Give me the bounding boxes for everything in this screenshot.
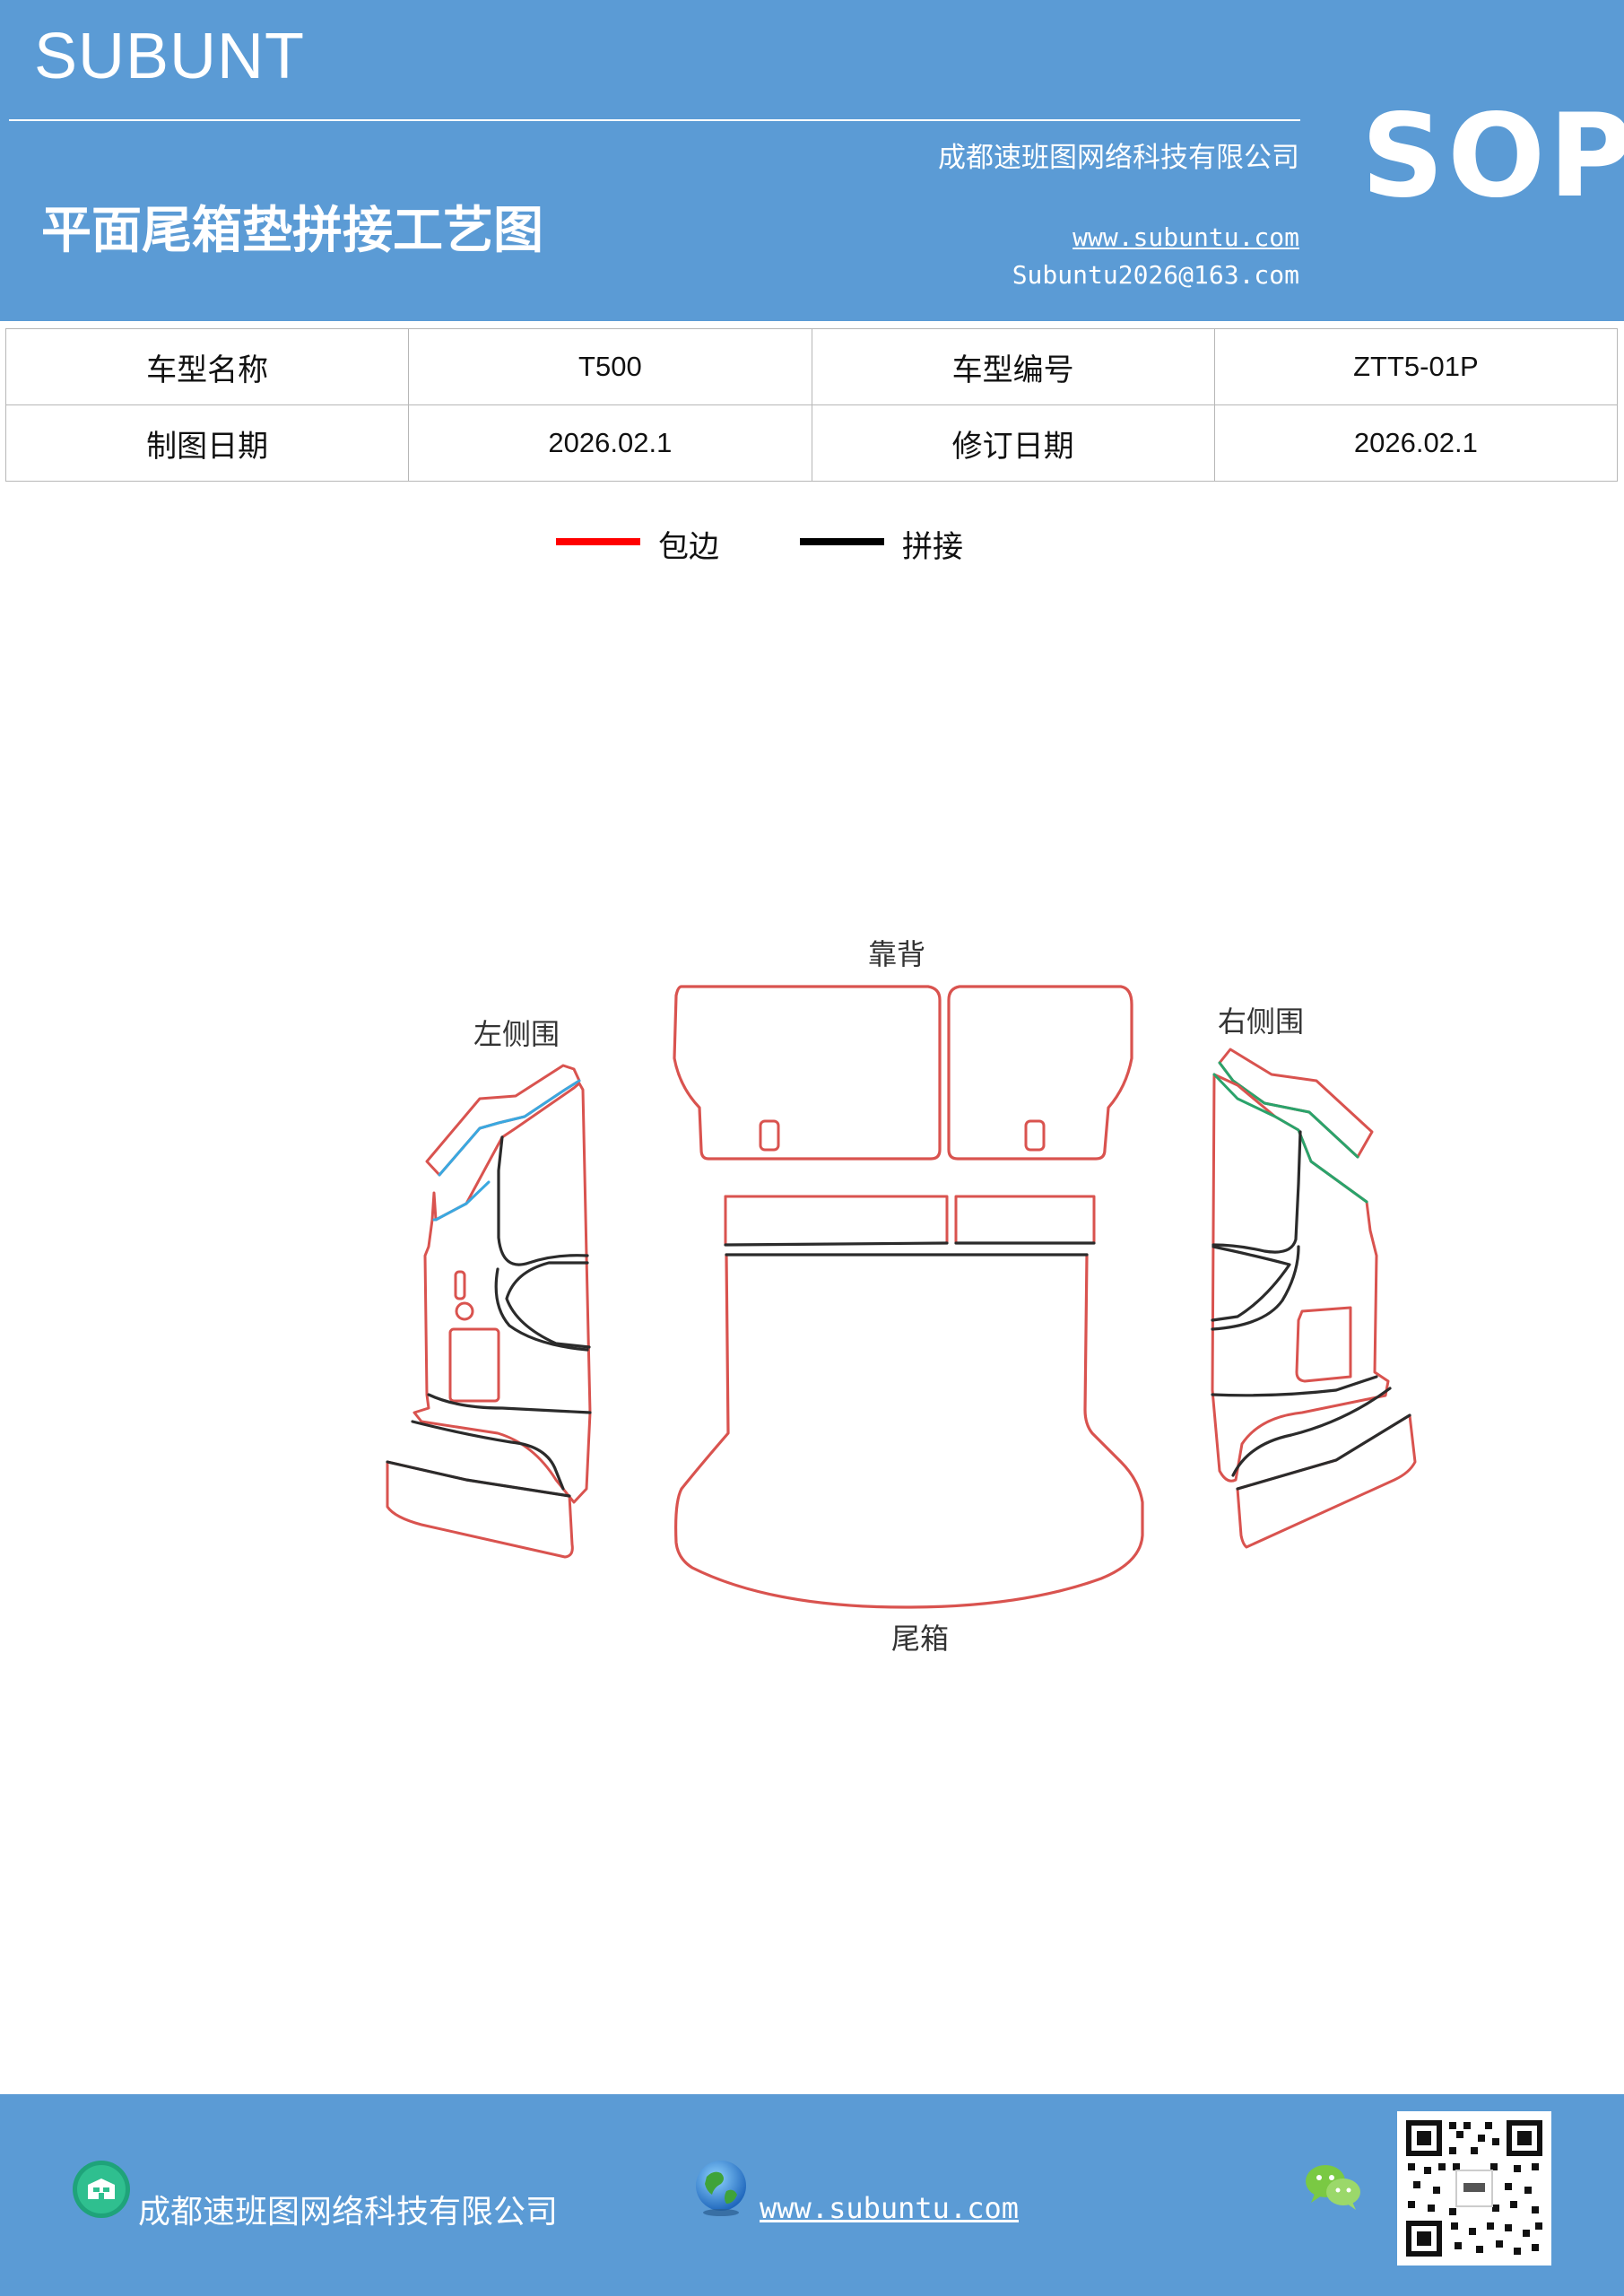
footer-company-name: 成都速班图网络科技有限公司 [138,2194,559,2231]
label-backrest: 靠背 [868,937,925,971]
left-wheelarch-seam [497,1135,589,1266]
legend: 包边 拼接 [0,520,1624,574]
label-right-side: 右侧围 [1218,1004,1304,1039]
middle-strip-right [954,1195,1096,1245]
backrest-right-panel [947,985,1133,1161]
right-main-panel [1211,1073,1390,1483]
right-lower-seam-1 [1211,1375,1378,1397]
legend-label-edge: 包边 [658,529,719,565]
right-wheelarch-inner-seam [1211,1245,1291,1322]
right-upper-flap [1218,1048,1374,1159]
right-storage-cutout [1295,1306,1352,1383]
left-middle-blue-seam [432,1180,491,1222]
model-code-value: ZTT5-01P [1213,328,1619,405]
sop-badge: SOP [1361,90,1624,223]
website-link[interactable]: www.subuntu.com [1073,222,1299,252]
qr-code[interactable] [1397,2111,1551,2266]
legend-label-seam: 拼接 [902,529,963,565]
vehicle-info-table: 车型名称 T500 车型编号 ZTT5-01P 制图日期 2026.02.1 修… [4,328,1619,482]
legend-swatch-edge [556,538,640,545]
draw-date-value: 2026.02.1 [408,404,812,482]
middle-strip-left-seam [724,1241,949,1247]
globe-icon [696,2161,746,2216]
right-wheelarch-seam [1211,1130,1302,1254]
left-lower-seam-2 [411,1420,565,1491]
model-name-label: 车型名称 [4,328,410,405]
table-row: 制图日期 2026.02.1 修订日期 2026.02.1 [4,404,1619,482]
right-lower-seam-2 [1231,1387,1392,1477]
draw-date-label: 制图日期 [4,404,410,482]
legend-swatch-seam [800,538,884,545]
backrest-left-notch [759,1119,780,1152]
trunk-floor-panel [674,1253,1144,1609]
left-upper-blue-seam [438,1079,581,1177]
email-address[interactable]: Subuntu2026@163.com [1012,260,1299,290]
backrest-right-notch [1024,1119,1046,1152]
label-left-side: 左侧围 [473,1017,560,1051]
left-upper-flap [425,1064,581,1177]
document-title: 平面尾箱垫拼接工艺图 [41,201,543,260]
table-row: 车型名称 T500 车型编号 ZTT5-01P [4,328,1619,405]
middle-strip-left [724,1195,949,1245]
left-bottom-seam [386,1460,571,1498]
left-lower-seam-1 [427,1393,592,1414]
backrest-left-panel [673,985,942,1161]
model-name-value: T500 [408,328,812,405]
right-bottom-seam [1236,1413,1411,1491]
company-name: 成都速班图网络科技有限公司 [938,142,1299,174]
header-banner: SUBUNT 成都速班图网络科技有限公司 平面尾箱垫拼接工艺图 www.subu… [0,0,1624,321]
right-bottom-panel [1236,1413,1417,1549]
left-wheelarch-inner-seam [505,1261,591,1349]
wechat-icon[interactable] [1302,2160,1365,2213]
brand-name: SUBUNT [34,21,306,92]
revise-date-value: 2026.02.1 [1213,404,1619,482]
label-trunk: 尾箱 [891,1622,949,1656]
right-wheelarch-outer-seam [1211,1245,1300,1331]
building-icon [73,2161,130,2218]
left-slot-cutout [454,1270,466,1300]
left-storage-cutout [448,1327,500,1403]
header-divider [9,119,1300,121]
left-wheelarch-outer-seam [494,1267,589,1352]
revise-date-label: 修订日期 [811,404,1215,482]
right-upper-green-seam [1218,1061,1359,1159]
left-hole-cutout [455,1301,474,1321]
left-bottom-panel [386,1460,574,1559]
right-middle-green-seam [1212,1073,1368,1204]
model-code-label: 车型编号 [811,328,1215,405]
footer-website-link[interactable]: www.subuntu.com [760,2191,1019,2225]
